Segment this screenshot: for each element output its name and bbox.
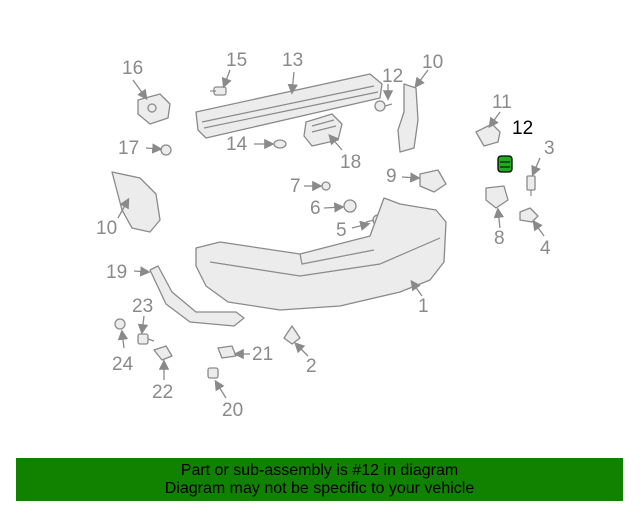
callout-20: 19 <box>106 262 127 283</box>
part-14-reinforcement[interactable] <box>195 73 383 139</box>
part-18-clip[interactable] <box>160 144 172 156</box>
callout-17: 16 <box>122 58 143 79</box>
callout-5: 5 <box>336 220 347 241</box>
callout-13: 12 <box>382 66 403 87</box>
part-24-bolt[interactable] <box>137 333 155 345</box>
part-10-left-mudguard[interactable] <box>111 171 161 233</box>
part-16-bolt[interactable] <box>210 86 227 96</box>
part-19-bracket[interactable] <box>303 113 343 147</box>
callout-22: 21 <box>252 344 273 365</box>
callout-labels: 16 15 13 12 10 11 12 3 17 14 18 9 7 6 5 … <box>96 50 555 421</box>
callout-24: 23 <box>132 296 153 317</box>
callout-23: 22 <box>152 382 173 403</box>
part-11-retainer[interactable] <box>475 123 501 147</box>
part-3-bolt[interactable] <box>526 175 536 196</box>
part-20-lower-molding[interactable] <box>149 265 245 327</box>
part-13-bolt[interactable] <box>374 100 393 112</box>
part-15-pad[interactable] <box>273 139 287 149</box>
part-25-grommet[interactable] <box>114 318 126 330</box>
part-21-screw[interactable] <box>207 367 219 379</box>
callout-18: 17 <box>118 138 139 159</box>
callout-4: 4 <box>540 238 551 259</box>
callout-19: 18 <box>340 152 361 173</box>
callout-8: 8 <box>494 228 505 249</box>
part-9-bracket[interactable] <box>419 169 447 193</box>
part-12-highlighted[interactable] <box>497 155 513 173</box>
part-1-bumper-cover[interactable] <box>195 197 447 311</box>
part-17-bracket[interactable] <box>137 93 171 125</box>
callout-11: 11 <box>492 92 512 113</box>
callout-10-left: 10 <box>96 218 117 239</box>
callout-1: 1 <box>418 296 429 317</box>
callout-6: 6 <box>310 198 321 219</box>
callout-25: 24 <box>112 354 134 375</box>
callout-7: 7 <box>290 176 301 197</box>
callout-14: 13 <box>282 50 303 71</box>
part-8-bracket[interactable] <box>485 185 509 209</box>
part-2-clip[interactable] <box>283 325 301 345</box>
part-4-nut[interactable] <box>519 207 539 223</box>
callout-2: 2 <box>306 356 317 377</box>
callout-9: 9 <box>386 166 397 187</box>
callout-16: 15 <box>226 50 247 71</box>
part-10-right-mudguard[interactable] <box>397 83 419 153</box>
part-23-nut[interactable] <box>153 345 173 361</box>
info-banner: Part or sub-assembly is #12 in diagram D… <box>16 458 623 501</box>
part-22-clip[interactable] <box>217 345 237 359</box>
callout-21: 20 <box>222 400 243 421</box>
callout-15: 14 <box>226 134 248 155</box>
callout-10-right: 10 <box>422 52 443 73</box>
callout-12: 12 <box>512 118 533 139</box>
callout-3: 3 <box>544 138 555 159</box>
banner-line-1: Part or sub-assembly is #12 in diagram <box>180 462 459 479</box>
part-7-clip[interactable] <box>321 181 331 191</box>
leader-lines <box>117 69 545 399</box>
banner-line-2: Diagram may not be specific to your vehi… <box>164 480 475 497</box>
part-6-grommet[interactable] <box>343 199 357 213</box>
